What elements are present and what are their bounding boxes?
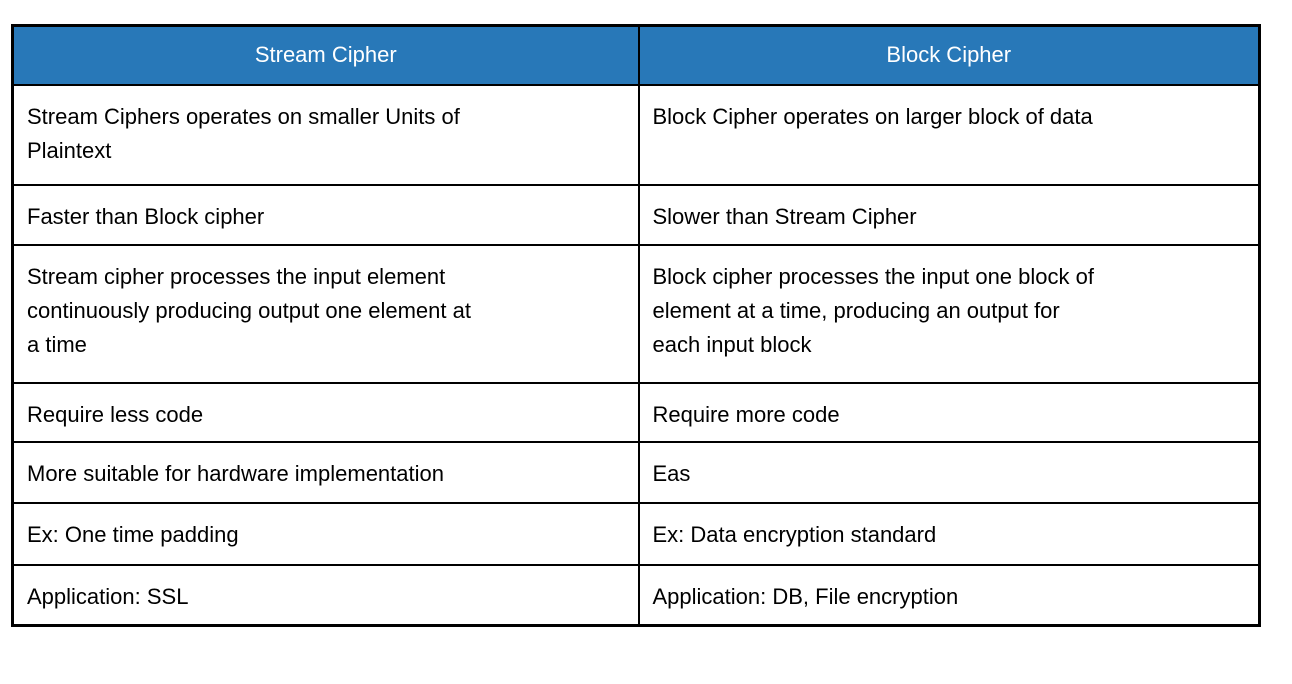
cell-stream-faster: Faster than Block cipher [11,183,640,246]
comparison-table: Stream Cipher Block Cipher Stream Cipher… [11,24,1261,627]
table-header-row: Stream Cipher Block Cipher [11,24,1261,86]
cell-stream-example: Ex: One time padding [11,501,640,566]
table-row: Stream Ciphers operates on smaller Units… [11,83,1261,186]
table-row: Application: SSL Application: DB, File e… [11,563,1261,627]
table-row: Stream cipher processes the input elemen… [11,243,1261,384]
cell-stream-less-code: Require less code [11,381,640,443]
header-cell-block-cipher: Block Cipher [637,24,1261,86]
cell-block-application: Application: DB, File encryption [637,563,1261,627]
cell-stream-processing: Stream cipher processes the input elemen… [11,243,640,384]
cell-stream-application: Application: SSL [11,563,640,627]
cell-stream-hardware: More suitable for hardware implementatio… [11,440,640,504]
cell-block-eas: Eas [637,440,1261,504]
table-row: Ex: One time padding Ex: Data encryption… [11,501,1261,566]
header-cell-stream-cipher: Stream Cipher [11,24,640,86]
cell-block-larger-data: Block Cipher operates on larger block of… [637,83,1261,186]
table-row: Require less code Require more code [11,381,1261,443]
cell-block-processing: Block cipher processes the input one blo… [637,243,1261,384]
cell-block-example: Ex: Data encryption standard [637,501,1261,566]
cell-block-slower: Slower than Stream Cipher [637,183,1261,246]
table-row: Faster than Block cipher Slower than Str… [11,183,1261,246]
cell-stream-units: Stream Ciphers operates on smaller Units… [11,83,640,186]
cell-block-more-code: Require more code [637,381,1261,443]
table-row: More suitable for hardware implementatio… [11,440,1261,504]
